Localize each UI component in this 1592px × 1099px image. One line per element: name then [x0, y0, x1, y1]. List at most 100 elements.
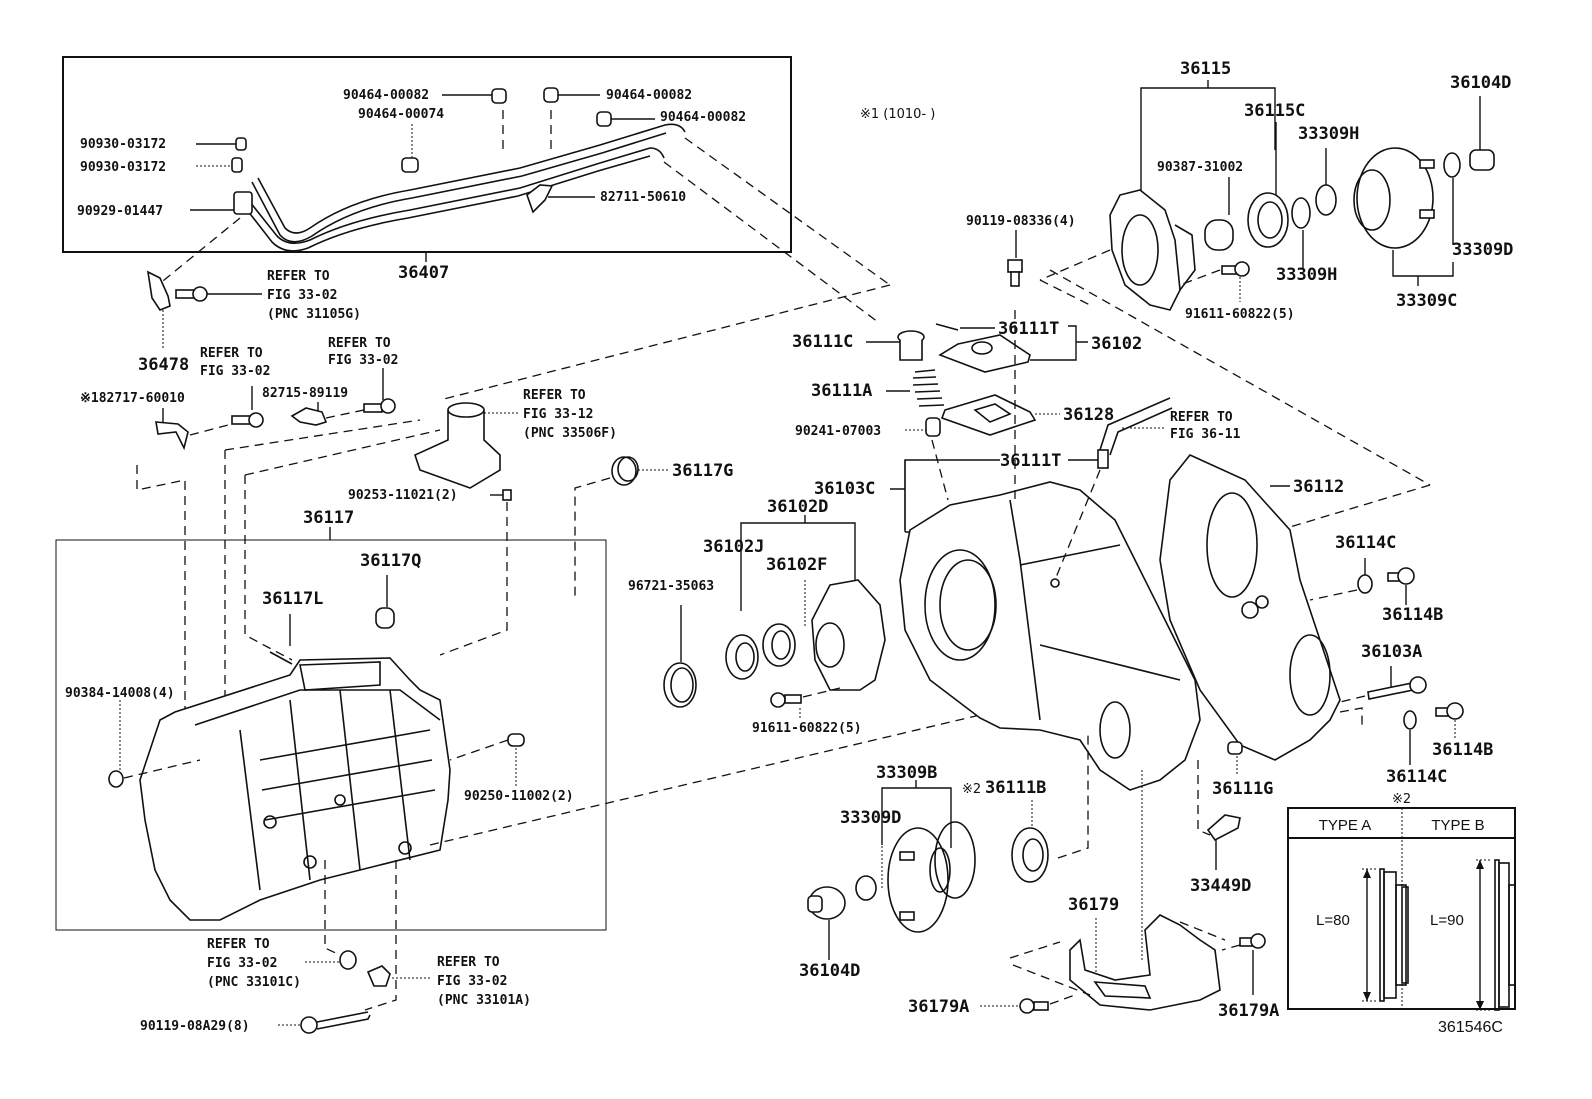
part-90930-03172-b[interactable]: [231, 157, 243, 173]
ref-33-02-b-line2[interactable]: FIG 33-02: [328, 353, 398, 368]
callout-90464-00082-a[interactable]: 90464-00082: [343, 88, 429, 103]
callout-36179A-right[interactable]: 36179A: [1218, 1001, 1279, 1021]
callout-36179[interactable]: 36179: [1068, 895, 1119, 915]
part-36114B-bolt-bot[interactable]: [1435, 702, 1464, 720]
callout-90384-14008[interactable]: 90384-14008(4): [65, 686, 175, 701]
callout-33309H-bot[interactable]: 33309H: [1276, 265, 1337, 285]
ref-33101a-line1[interactable]: REFER TO: [437, 955, 500, 970]
callout-33449D[interactable]: 33449D: [1190, 876, 1251, 896]
callout-90930-03172-b[interactable]: 90930-03172: [80, 160, 166, 175]
part-90930-03172-a[interactable]: [235, 137, 247, 151]
part-breather-tube[interactable]: [1097, 397, 1173, 469]
part-90384-14008[interactable]: [108, 770, 124, 788]
ref-33506f-line3[interactable]: (PNC 33506F): [523, 426, 617, 441]
part-bolt-33-02-b[interactable]: [363, 398, 396, 414]
part-33309C-flange[interactable]: [1353, 147, 1435, 249]
ref-33101c-line3[interactable]: (PNC 33101C): [207, 975, 301, 990]
callout-33309C[interactable]: 33309C: [1396, 291, 1457, 311]
callout-36102J[interactable]: 36102J: [703, 537, 764, 557]
part-36407-tubes[interactable]: [243, 123, 686, 252]
callout-36102[interactable]: 36102: [1091, 334, 1142, 354]
ref-33506f-line1[interactable]: REFER TO: [523, 388, 586, 403]
callout-90253-11021[interactable]: 90253-11021(2): [348, 488, 458, 503]
ref-31105g-line1[interactable]: REFER TO: [267, 269, 330, 284]
callout-36117G[interactable]: 36117G: [672, 461, 733, 481]
part-36478-bracket[interactable]: [146, 270, 171, 311]
part-33506F-shift-housing[interactable]: [414, 402, 501, 489]
part-36111T-pin-top[interactable]: [935, 323, 959, 331]
callout-36115C[interactable]: 36115C: [1244, 101, 1305, 121]
callout-91611-60822-mid[interactable]: 91611-60822(5): [752, 721, 862, 736]
part-36115C-bearing[interactable]: [1247, 192, 1289, 248]
callout-36114B-top[interactable]: 36114B: [1382, 605, 1443, 625]
ref-31105g-line3[interactable]: (PNC 31105G): [267, 307, 361, 322]
ref-33101a-line3[interactable]: (PNC 33101A): [437, 993, 531, 1008]
part-33309H-bearing[interactable]: [1291, 197, 1311, 229]
ref-33-02-b-line1[interactable]: REFER TO: [328, 336, 391, 351]
callout-90929-01447[interactable]: 90929-01447: [77, 204, 163, 219]
part-33309D-washer[interactable]: [1443, 152, 1461, 178]
part-82715-89119[interactable]: [290, 407, 328, 426]
part-36114B-bolt-top[interactable]: [1387, 567, 1415, 585]
part-182717-60010[interactable]: [155, 421, 189, 451]
callout-90464-00074[interactable]: 90464-00074: [358, 107, 444, 122]
callout-90119-08A29[interactable]: 90119-08A29(8): [140, 1019, 250, 1034]
callout-90387-31002[interactable]: 90387-31002: [1157, 160, 1243, 175]
ref-33506f-line2[interactable]: FIG 33-12: [523, 407, 593, 422]
callout-82711-50610[interactable]: 82711-50610: [600, 190, 686, 205]
callout-96721-35063[interactable]: 96721-35063: [628, 579, 714, 594]
part-96721-35063-seal[interactable]: [663, 662, 697, 708]
callout-36117[interactable]: 36117: [303, 508, 354, 528]
part-36111G-pin[interactable]: [1227, 741, 1243, 755]
part-36114C-washer-bot[interactable]: [1403, 710, 1417, 730]
callout-90930-03172-a[interactable]: 90930-03172: [80, 137, 166, 152]
callout-36114C-top[interactable]: 36114C: [1335, 533, 1396, 553]
part-90929-01447[interactable]: [233, 191, 253, 215]
callout-36103A[interactable]: 36103A: [1361, 642, 1422, 662]
callout-36102F[interactable]: 36102F: [766, 555, 827, 575]
part-33309D-washer-bot[interactable]: [855, 875, 877, 901]
part-36117-transmission-case[interactable]: [139, 657, 451, 921]
callout-36117L[interactable]: 36117L: [262, 589, 323, 609]
part-36102F-bearing[interactable]: [762, 623, 796, 667]
callout-36111A[interactable]: 36111A: [811, 381, 872, 401]
part-36179A-bolt-right[interactable]: [1239, 933, 1266, 949]
part-clip-90464-00082-b[interactable]: [543, 87, 559, 103]
callout-33309D-top[interactable]: 33309D: [1452, 240, 1513, 260]
callout-36111T-mid[interactable]: 36111T: [1000, 451, 1061, 471]
ref-33101c-line1[interactable]: REFER TO: [207, 937, 270, 952]
part-33309B-flange[interactable]: [887, 821, 976, 933]
part-clip-90464-00074[interactable]: [401, 157, 419, 173]
part-36111A-spring[interactable]: [912, 369, 945, 407]
callout-36111T-top[interactable]: 36111T: [998, 319, 1059, 339]
part-36114C-washer-top[interactable]: [1357, 574, 1373, 594]
part-36102-cover[interactable]: [938, 334, 1031, 373]
callout-36117Q[interactable]: 36117Q: [360, 551, 421, 571]
callout-91611-60822-top[interactable]: 91611-60822(5): [1185, 307, 1295, 322]
callout-36478[interactable]: 36478: [138, 355, 189, 375]
part-91611-60822-bolt-top[interactable]: [1221, 261, 1250, 277]
part-36104D-nut-bot[interactable]: [807, 886, 846, 920]
callout-36103C[interactable]: 36103C: [814, 479, 875, 499]
part-90250-11002[interactable]: [507, 733, 525, 747]
part-36179-bracket[interactable]: [1069, 914, 1221, 1011]
part-91611-60822-bolt-mid[interactable]: [770, 692, 802, 708]
part-82711-50610[interactable]: [526, 184, 554, 214]
part-36102D-retainer[interactable]: [811, 579, 886, 691]
callout-90241-07003[interactable]: 90241-07003: [795, 424, 881, 439]
ref-33-02-a-line2[interactable]: FIG 33-02: [200, 364, 270, 379]
part-36104D-nut-top[interactable]: [1469, 149, 1495, 171]
part-33309H-seal[interactable]: [1315, 184, 1337, 216]
callout-90250-11002[interactable]: 90250-11002(2): [464, 789, 574, 804]
callout-36407[interactable]: 36407: [398, 263, 449, 283]
part-bolt-33-02-a[interactable]: [231, 412, 264, 428]
part-bolt-31105G[interactable]: [175, 286, 208, 302]
part-36111B-seal[interactable]: [1011, 827, 1049, 883]
callout-33309B[interactable]: 33309B: [876, 763, 937, 783]
callout-36114C-bot[interactable]: 36114C: [1386, 767, 1447, 787]
part-36117G-plug[interactable]: [611, 456, 639, 486]
callout-36111B[interactable]: 36111B: [985, 778, 1046, 798]
part-36117L-pin[interactable]: [269, 651, 293, 665]
part-36111C-plug[interactable]: [897, 330, 925, 361]
callout-36104D-top[interactable]: 36104D: [1450, 73, 1511, 93]
